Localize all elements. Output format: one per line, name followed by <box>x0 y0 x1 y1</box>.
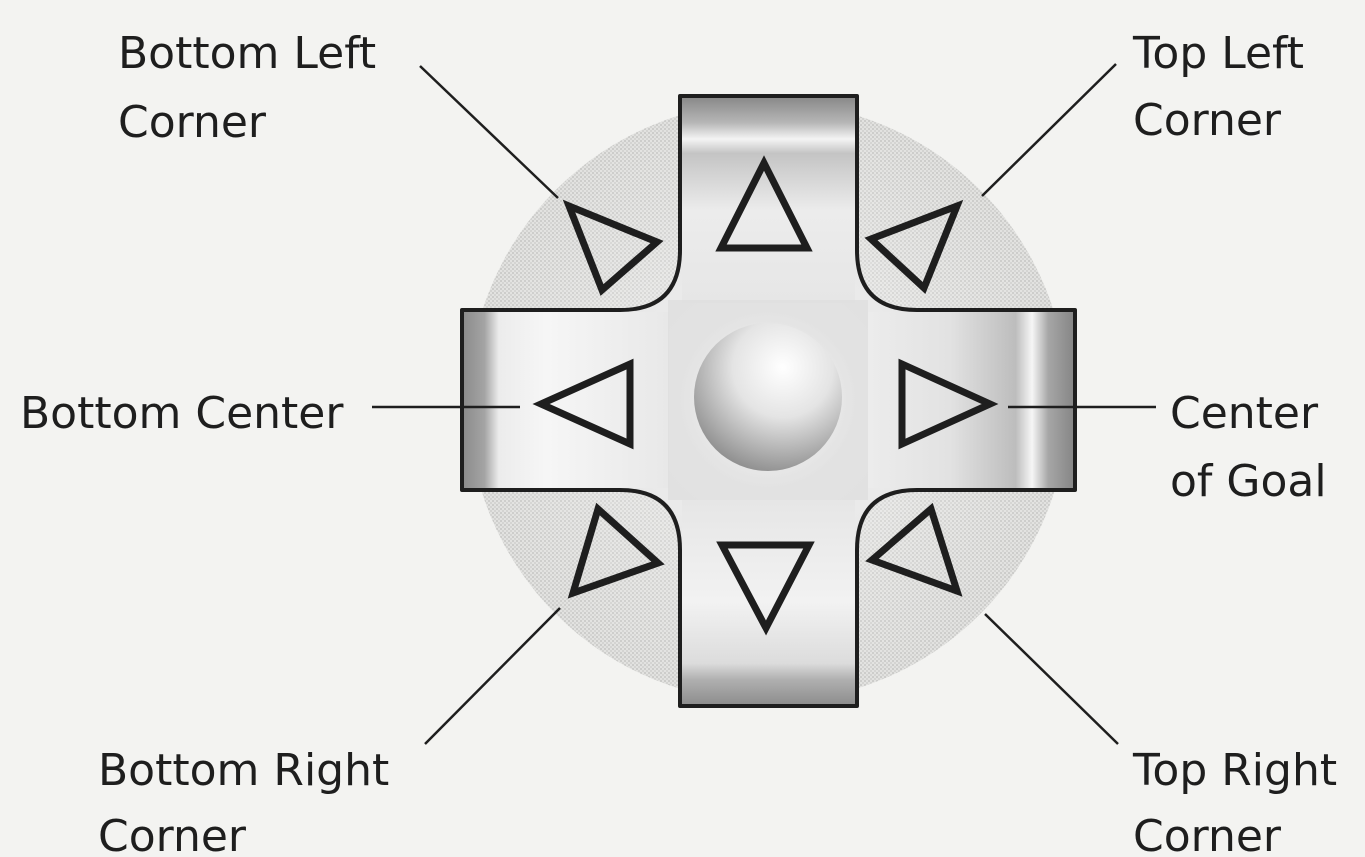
dpad-bottom-arm-shade <box>682 500 855 704</box>
label-bottom-center: Bottom Center <box>20 388 344 439</box>
leader-line-bottom-right <box>425 608 560 744</box>
label-line: Top Right <box>1132 745 1337 796</box>
label-line: Bottom Center <box>20 388 344 439</box>
leader-line-top-right <box>985 614 1118 744</box>
label-line: Corner <box>1133 811 1282 857</box>
label-top-left-corner: Top Left Corner <box>1132 28 1318 146</box>
dpad-left-arm-shade <box>464 312 669 488</box>
label-line: of Goal <box>1170 456 1327 507</box>
leader-line-top-left <box>982 64 1116 196</box>
label-line: Bottom Left <box>118 28 376 79</box>
label-line: Corner <box>98 811 247 857</box>
label-line: Center <box>1170 388 1319 439</box>
label-center-of-goal: Center of Goal <box>1170 388 1332 507</box>
dpad-top-arm-shade <box>682 98 855 303</box>
center-button-icon <box>694 323 842 471</box>
label-line: Bottom Right <box>98 745 389 796</box>
label-line: Corner <box>1133 95 1282 146</box>
label-bottom-left-corner: Bottom Left Corner <box>118 28 390 148</box>
label-bottom-right-corner: Bottom Right Corner <box>98 745 403 857</box>
label-line: Corner <box>118 97 267 148</box>
label-line: Top Left <box>1132 28 1304 79</box>
leader-line-bottom-left <box>420 66 558 198</box>
label-top-right-corner: Top Right Corner <box>1132 745 1351 857</box>
